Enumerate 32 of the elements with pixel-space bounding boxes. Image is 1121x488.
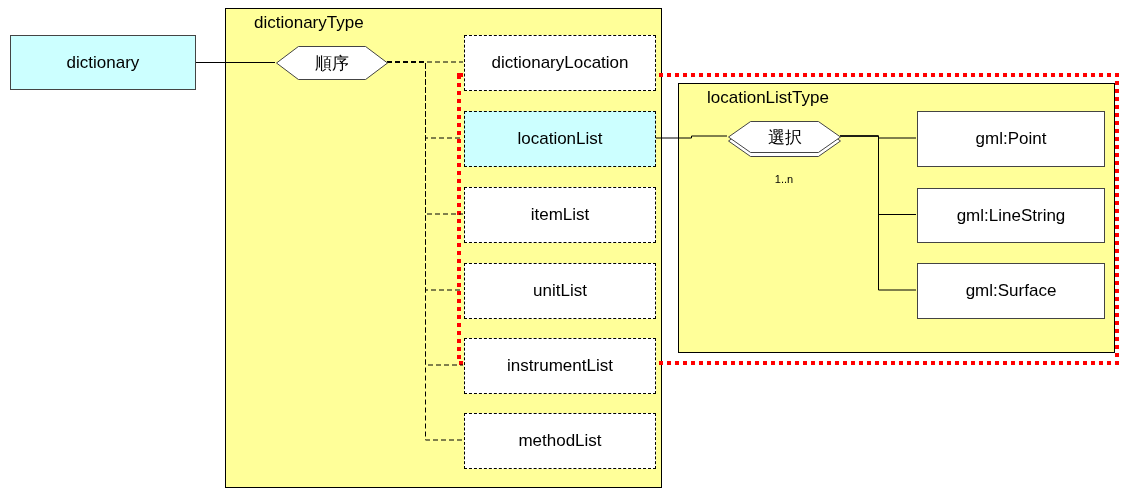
element-name: gml:LineString [956,204,1066,227]
connector-line [839,135,917,291]
element-name: locationList [517,128,603,151]
hexagon-label: 順序 [315,54,349,72]
choice-hexagon [728,121,841,157]
element-name: instrumentList [507,355,613,378]
type-container [678,83,1115,353]
element-box-dashed [464,111,656,167]
element-box [10,35,196,90]
element-name: dictionary [66,51,140,74]
hexagon-label: 選択 [767,128,802,146]
sequence-hexagon [276,46,388,80]
element-box-dashed [464,263,656,319]
element-box-dashed [464,187,656,243]
element-box [917,188,1105,243]
element-box-dashed [464,413,656,469]
connector-line [654,135,728,139]
element-name: itemList [530,204,590,227]
element-box [917,263,1105,319]
container-title: dictionaryType [254,13,364,33]
element-name: methodList [518,430,602,453]
element-name: gml:Surface [965,280,1057,303]
multiplicity-label: 1..n [773,172,795,187]
element-box-dashed [464,338,656,394]
connector-line [195,62,276,63]
container-title: locationListType [707,88,829,108]
element-box-dashed [464,35,656,91]
element-box [917,111,1105,167]
element-name: unitList [533,280,587,303]
element-name: dictionaryLocation [491,52,629,75]
element-name: gml:Point [975,128,1047,151]
type-container [225,8,662,488]
